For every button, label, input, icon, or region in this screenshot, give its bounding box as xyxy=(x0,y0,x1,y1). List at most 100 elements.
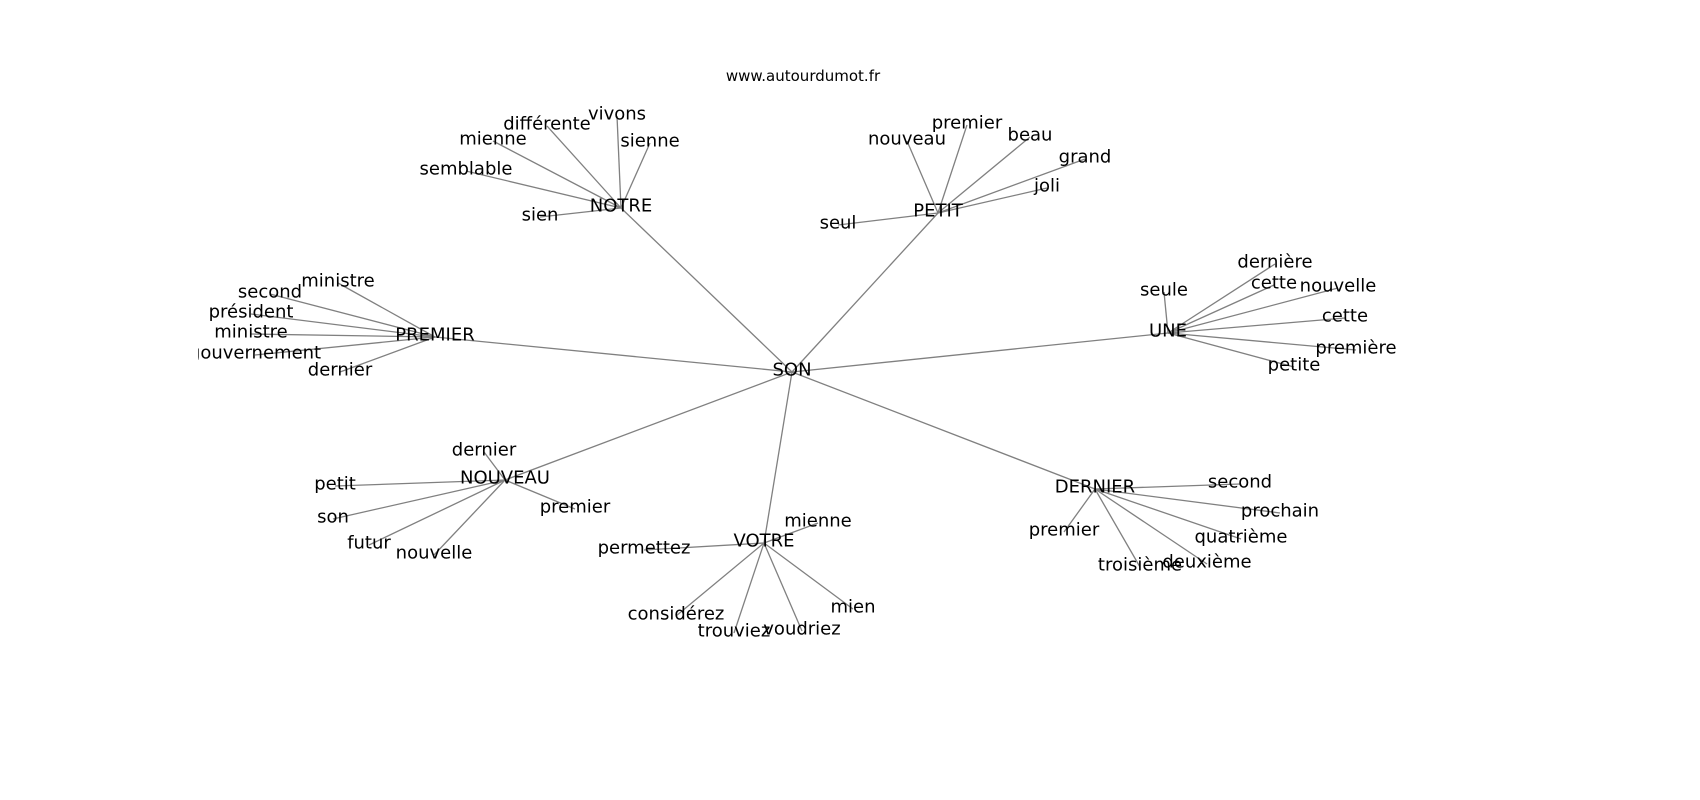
edge-dernier-child xyxy=(1094,488,1141,568)
edge-premier-child xyxy=(337,282,436,338)
child-node-label: premier xyxy=(932,113,1003,134)
child-node-label: semblable xyxy=(420,159,513,180)
edge-votre-child xyxy=(763,542,854,610)
edge-une-child xyxy=(1167,287,1339,334)
edge-une-child xyxy=(1167,263,1276,334)
edge-petit-child xyxy=(937,158,1086,214)
child-node-label: second xyxy=(238,282,302,303)
edge-premier-child xyxy=(339,336,436,373)
child-node-label: son xyxy=(317,507,349,528)
edge-hub-une xyxy=(791,332,1169,373)
child-node-label: premier xyxy=(1029,520,1100,541)
edge-votre-child xyxy=(763,522,819,544)
child-node-label: mien xyxy=(830,597,875,618)
edge-une-child xyxy=(1167,332,1357,351)
edge-premier-child xyxy=(250,313,436,338)
source-title: www.autourdumot.fr xyxy=(726,67,881,85)
edge-nouveau-child xyxy=(368,479,506,546)
edge-notre-child xyxy=(539,207,622,218)
child-node-label: beau xyxy=(1008,125,1053,146)
child-node-label: deuxième xyxy=(1162,552,1251,573)
child-node-label: mienne xyxy=(784,511,852,532)
edge-dernier-child xyxy=(1094,488,1208,565)
cluster-node-label: NOTRE xyxy=(590,196,653,217)
edge-dernier-child xyxy=(1094,488,1242,540)
cluster-node-label: PREMIER xyxy=(395,325,474,346)
cluster-node-label: VOTRE xyxy=(733,531,794,552)
edge-votre-child xyxy=(763,542,803,632)
child-node-label: seul xyxy=(820,213,857,234)
edge-dernier-child xyxy=(1094,488,1281,514)
edge-dernier-child xyxy=(1063,488,1096,533)
child-node-label: petite xyxy=(1268,355,1321,376)
child-node-label: quatrième xyxy=(1194,527,1287,548)
edges xyxy=(250,115,1357,634)
child-node-label: mienne xyxy=(459,129,527,150)
edge-hub-notre xyxy=(620,207,793,373)
edge-votre-child xyxy=(643,542,765,551)
edge-notre-child xyxy=(620,142,651,209)
child-node-label: vivons xyxy=(588,104,646,125)
edge-nouveau-child xyxy=(334,479,506,487)
edge-nouveau-child xyxy=(433,479,506,556)
child-node-label: nouvelle xyxy=(396,543,473,564)
child-node-label: gouvernement xyxy=(189,343,321,364)
edge-une-child xyxy=(1167,284,1275,334)
child-node-label: premier xyxy=(540,497,611,518)
child-node-label: nouveau xyxy=(868,129,946,150)
edge-notre-child xyxy=(546,125,622,209)
hub-node-label: SON xyxy=(772,360,811,381)
edge-notre-child xyxy=(465,170,622,209)
child-node-label: différente xyxy=(503,114,591,135)
child-node-label: dernière xyxy=(1237,252,1312,273)
child-node-label: petit xyxy=(314,474,356,495)
child-node-label: permettez xyxy=(598,538,691,559)
edge-une-child xyxy=(1167,317,1346,334)
edge-premier-child xyxy=(254,336,436,356)
edge-nouveau-child xyxy=(504,479,576,510)
child-node-label: second xyxy=(1208,472,1272,493)
edge-notre-child xyxy=(616,115,622,209)
child-node-label: sienne xyxy=(620,131,679,152)
child-node-label: cette xyxy=(1251,273,1297,294)
edge-petit-child xyxy=(906,140,939,214)
child-node-label: trouviez xyxy=(698,621,771,642)
edge-petit-child xyxy=(937,187,1048,214)
edge-hub-nouveau xyxy=(504,371,793,481)
edge-hub-dernier xyxy=(791,371,1096,490)
edge-premier-child xyxy=(250,333,436,338)
child-node-label: sien xyxy=(522,205,559,226)
cluster-node-label: UNE xyxy=(1149,321,1187,342)
child-node-label: dernier xyxy=(308,360,373,381)
child-node-label: ministre xyxy=(214,322,287,343)
child-node-label: joli xyxy=(1033,176,1060,197)
edge-nouveau-child xyxy=(483,451,506,481)
edge-hub-votre xyxy=(763,371,793,544)
child-node-label: troisième xyxy=(1098,555,1182,576)
child-node-label: considérez xyxy=(628,604,725,625)
edge-votre-child xyxy=(733,542,765,634)
edge-nouveau-child xyxy=(332,479,506,520)
edge-votre-child xyxy=(675,542,765,617)
cluster-node-label: NOUVEAU xyxy=(460,468,550,489)
child-node-label: ministre xyxy=(301,271,374,292)
edge-premier-child xyxy=(269,293,436,338)
edge-une-child xyxy=(1167,332,1295,368)
child-node-label: président xyxy=(209,302,294,323)
edge-petit-child xyxy=(937,124,968,214)
edge-dernier-child xyxy=(1094,483,1241,490)
edge-hub-petit xyxy=(791,212,939,373)
edge-une-child xyxy=(1163,291,1169,334)
child-node-label: prochain xyxy=(1241,501,1319,522)
child-node-label: dernier xyxy=(452,440,517,461)
nodes: vivonsdifférentemiennesemblablesiennesie… xyxy=(189,104,1397,642)
cluster-node-label: PETIT xyxy=(913,201,964,222)
child-node-label: première xyxy=(1315,338,1396,359)
child-node-label: cette xyxy=(1322,306,1368,327)
child-node-label: voudriez xyxy=(763,619,840,640)
cluster-node-label: DERNIER xyxy=(1055,477,1135,498)
child-node-label: nouvelle xyxy=(1300,276,1377,297)
edge-notre-child xyxy=(492,140,622,209)
child-node-label: futur xyxy=(347,533,391,554)
